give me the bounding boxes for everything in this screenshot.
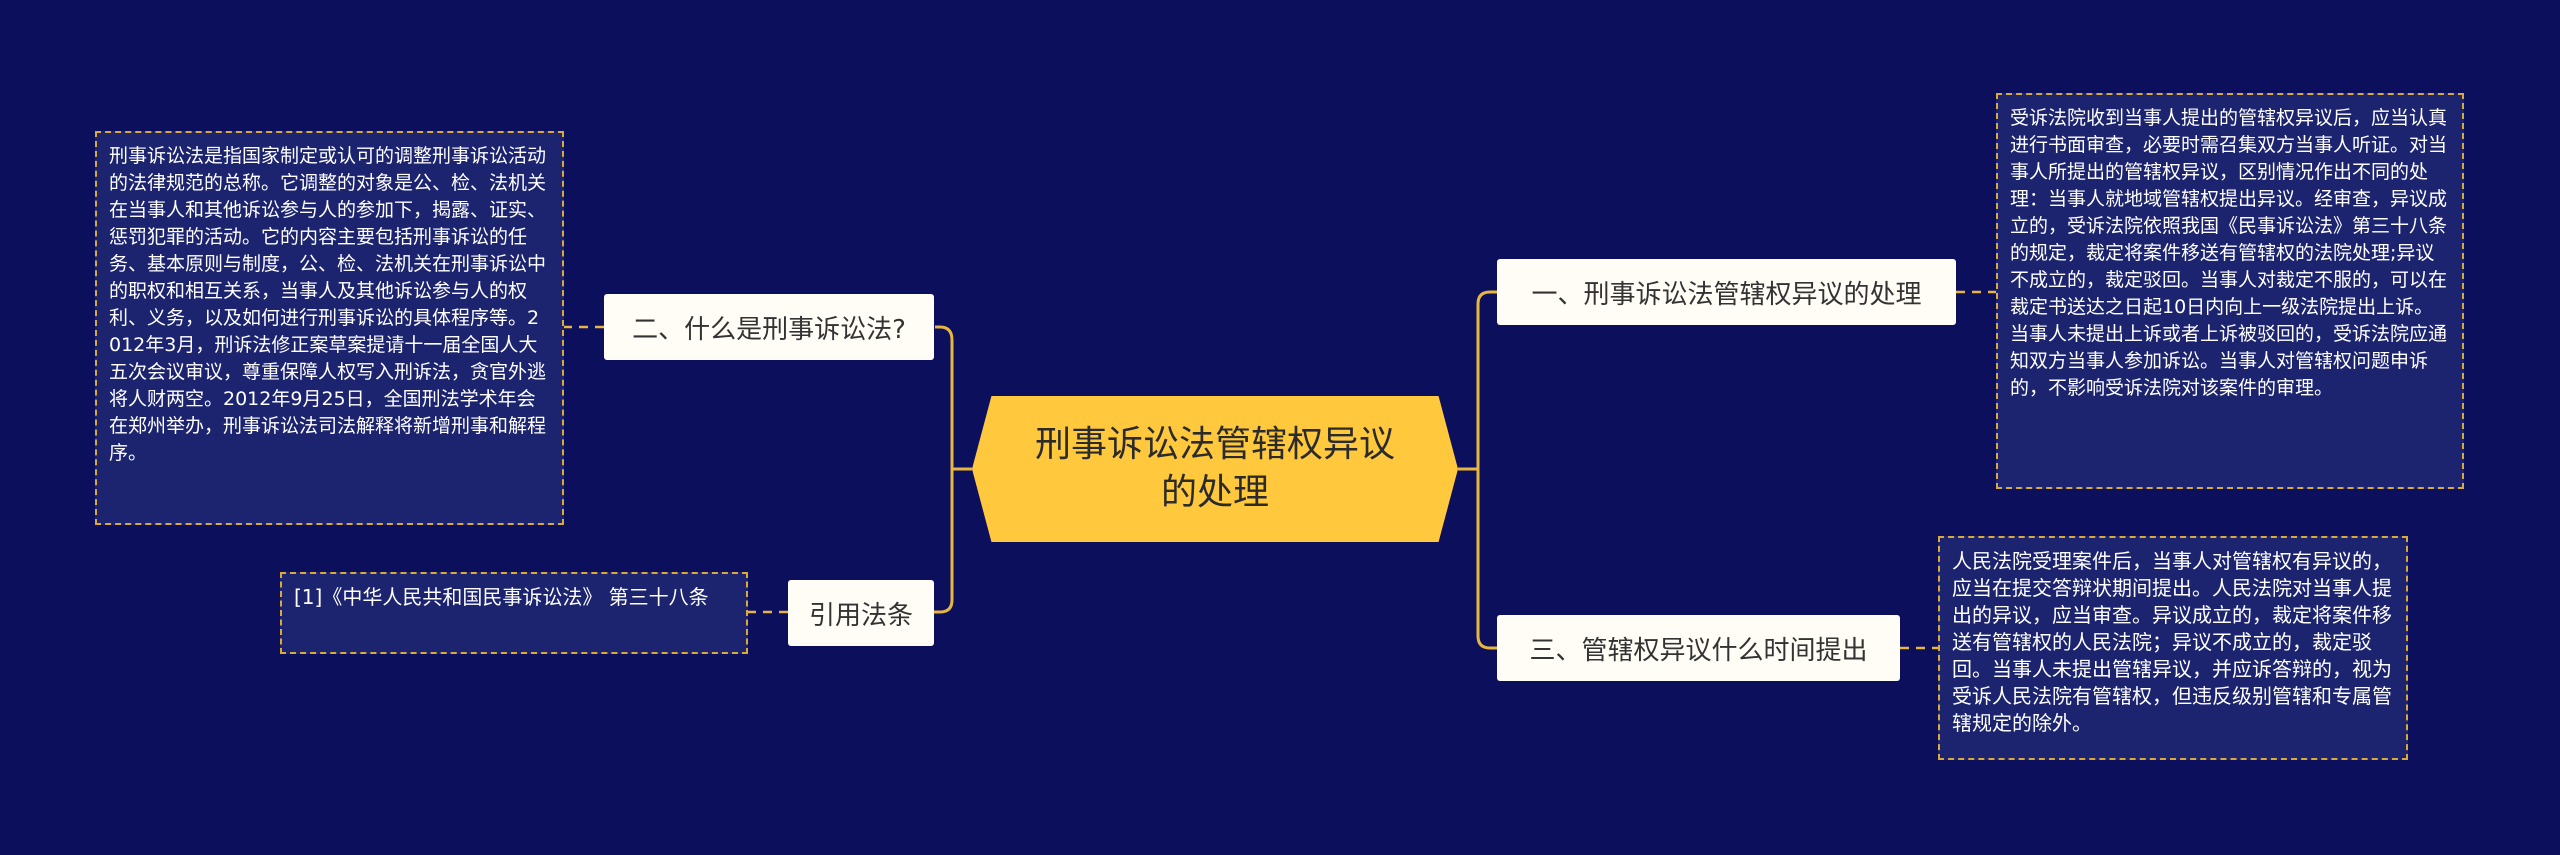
branch-what-is-criminal-procedure-law[interactable]: 二、什么是刑事诉讼法?: [604, 294, 934, 360]
branch-label: 三、管辖权异议什么时间提出: [1529, 635, 1868, 666]
leaf-what-is-text: 刑事诉讼法是指国家制定或认可的调整刑事诉讼活动的法律规范的总称。它调整的对象是公…: [95, 131, 564, 525]
leaf-handling-text: 受诉法院收到当事人提出的管辖权异议后，应当认真进行书面审查，必要时需召集双方当事…: [1996, 93, 2464, 489]
branch-label: 二、什么是刑事诉讼法?: [632, 314, 906, 345]
central-topic[interactable]: 刑事诉讼法管辖权异议的处理: [972, 396, 1458, 542]
branch-when-to-raise-objection[interactable]: 三、管辖权异议什么时间提出: [1497, 615, 1900, 681]
link-right-spine: [1476, 290, 1497, 650]
leaf-cite-text: [1]《中华人民共和国民事诉讼法》 第三十八条: [280, 572, 748, 654]
central-topic-label: 刑事诉讼法管辖权异议的处理: [1034, 424, 1395, 513]
branch-label: 一、刑事诉讼法管辖权异议的处理: [1531, 279, 1922, 310]
link-left-spine: [934, 325, 954, 614]
branch-handling-jurisdiction-objection[interactable]: 一、刑事诉讼法管辖权异议的处理: [1497, 259, 1956, 325]
leaf-when-text: 人民法院受理案件后，当事人对管辖权有异议的，应当在提交答辩状期间提出。人民法院对…: [1938, 536, 2408, 760]
branch-cited-articles[interactable]: 引用法条: [788, 580, 934, 646]
branch-label: 引用法条: [808, 600, 913, 631]
